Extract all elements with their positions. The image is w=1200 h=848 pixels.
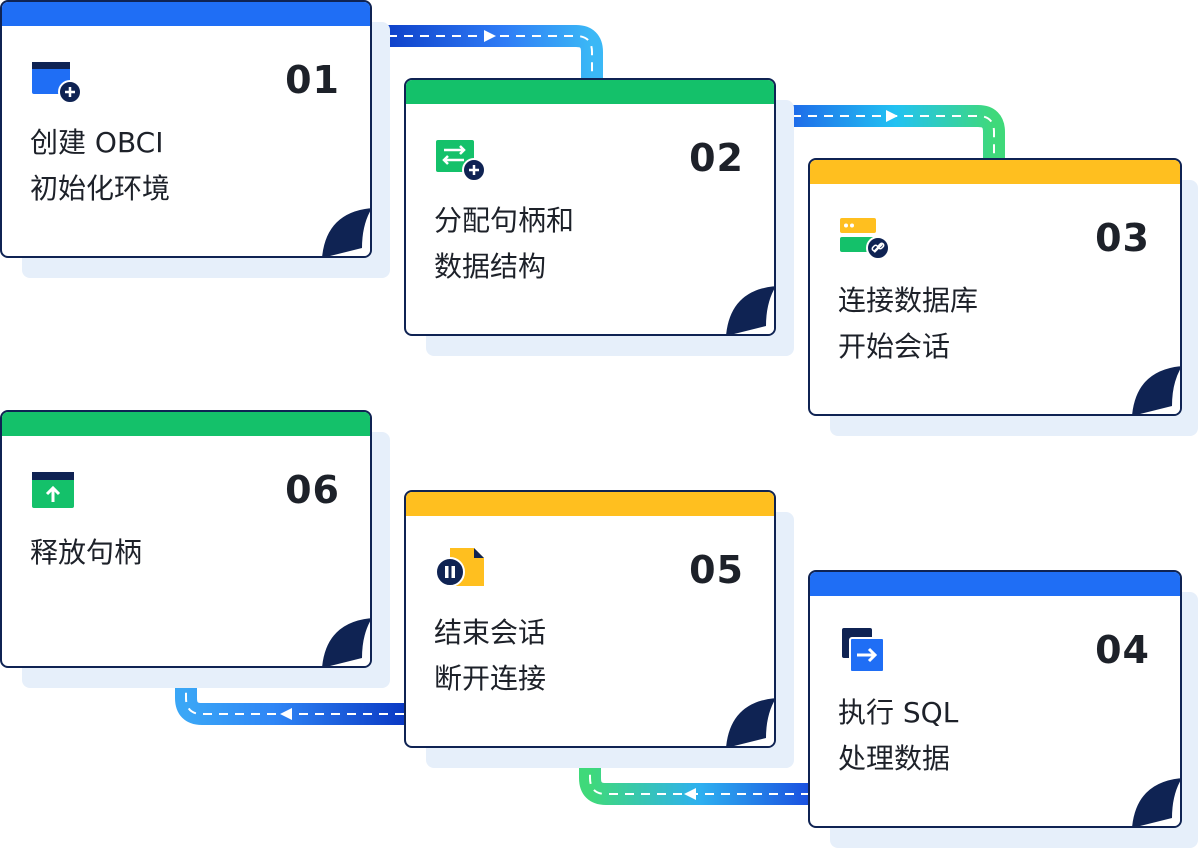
folded-corner (322, 208, 370, 256)
folded-corner (726, 286, 774, 334)
step-card-02: 02 分配句柄和 数据结构 (404, 78, 776, 336)
server-link-icon (840, 218, 890, 260)
connector-04-05 (579, 746, 810, 805)
card-header-bar (406, 80, 774, 104)
step-number: 01 (285, 58, 340, 102)
arrow-right-icon (886, 110, 898, 122)
step-card-05: 05 结束会话 断开连接 (404, 490, 776, 748)
folded-corner (1132, 366, 1180, 414)
step-number: 03 (1095, 216, 1150, 260)
pause-doc-icon (435, 548, 484, 587)
upload-window-icon (32, 472, 74, 508)
card-header-bar (406, 492, 774, 516)
step-label: 创建 OBCI 初始化环境 (30, 126, 171, 205)
step-label: 释放句柄 (30, 536, 143, 569)
arrow-right-icon (484, 30, 496, 42)
card-header-bar (810, 572, 1180, 596)
step-label: 结束会话 断开连接 (434, 616, 547, 695)
step-card-06: 06 释放句柄 (0, 410, 372, 668)
step-card-03: 03 连接数据库 开始会话 (808, 158, 1182, 416)
folded-corner (1132, 778, 1180, 826)
arrow-down-icon (988, 476, 1000, 488)
step-label: 分配句柄和 数据结构 (434, 204, 575, 283)
arrow-execute-icon (842, 628, 885, 673)
step-number: 02 (689, 136, 744, 180)
arrow-left-icon (684, 788, 696, 800)
card-header-bar (2, 2, 370, 26)
folded-corner (322, 618, 370, 666)
connector-03-04 (983, 416, 1005, 574)
folded-corner (726, 698, 774, 746)
step-card-01: 01 创建 OBCI 初始化环境 (0, 0, 372, 258)
window-add-icon (32, 62, 82, 104)
card-header-bar (810, 160, 1180, 184)
connector-02-03 (776, 105, 1005, 160)
card-header-bar (2, 412, 370, 436)
connector-01-02 (372, 25, 603, 80)
arrow-left-icon (280, 708, 292, 720)
connector-05-06 (175, 668, 404, 725)
swap-add-icon (436, 140, 486, 182)
step-label: 连接数据库 开始会话 (838, 284, 979, 363)
step-number: 05 (689, 548, 744, 592)
step-number: 06 (285, 468, 340, 512)
step-card-04: 04 执行 SQL 处理数据 (808, 570, 1182, 828)
step-number: 04 (1095, 628, 1150, 672)
step-label: 执行 SQL 处理数据 (838, 696, 959, 775)
